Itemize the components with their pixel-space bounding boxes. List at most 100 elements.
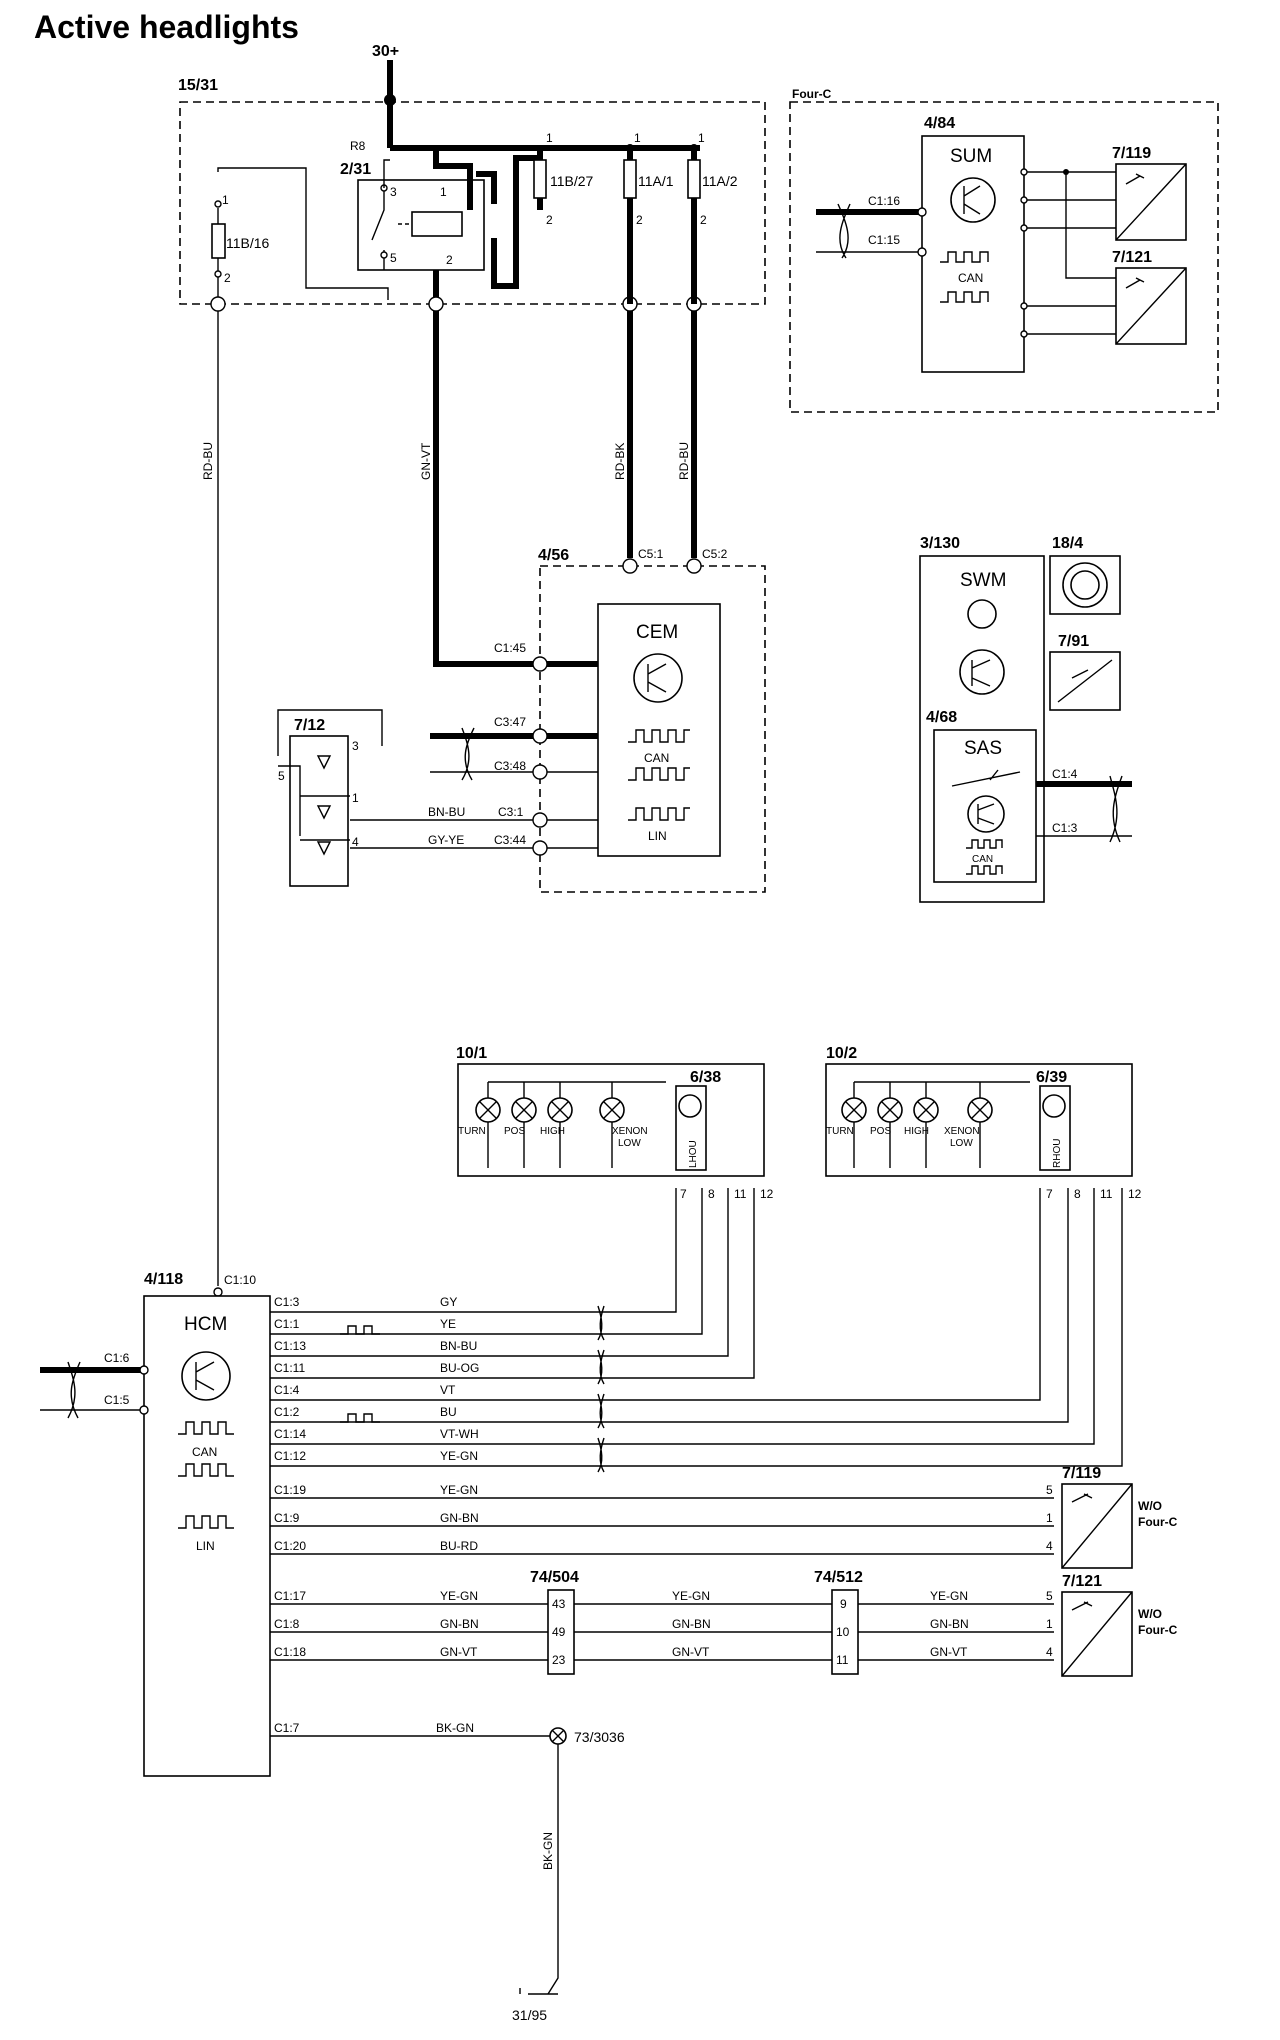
fuse-11b16 [211, 223, 226, 259]
transistor-icon [977, 803, 995, 825]
lamp-label-xenon: XENON [612, 1126, 648, 1137]
pin-label: 12 [1128, 1187, 1142, 1201]
sensor-wires [1024, 171, 1116, 335]
connector-label: C1:45 [494, 641, 526, 655]
twist-icon [837, 203, 851, 259]
hcm-label: HCM [184, 1314, 227, 1335]
component-label: 7/91 [1058, 633, 1089, 650]
can-label: CAN [644, 751, 669, 765]
connector-label: C1:16 [868, 194, 900, 208]
pin-label: 2 [546, 213, 553, 227]
wo-label: Four-C [1138, 1515, 1178, 1529]
wire-label: GN-BN [930, 1617, 969, 1631]
lin-signal-icon [628, 807, 690, 821]
relay-box-15-31 [179, 101, 766, 305]
connector-label: C1:15 [868, 233, 900, 247]
pin-label: 7 [1046, 1187, 1053, 1201]
relay-coil [411, 211, 463, 237]
cem-id: 4/56 [538, 547, 569, 564]
motor-right-label: 6/39 [1036, 1069, 1067, 1086]
transistor-icon [950, 177, 996, 223]
transistor-icon [633, 653, 683, 703]
sensor-119-wires [270, 1497, 1054, 1555]
pin-label: 5 [390, 251, 397, 265]
lamp-label-pos: POS [504, 1126, 525, 1137]
ground-symbol [519, 1988, 558, 1995]
connector-label: C1:13 [274, 1339, 306, 1353]
pin-label: 1 [546, 131, 553, 145]
node [532, 840, 548, 856]
sensor-icon [1115, 267, 1187, 345]
transistor-icon [647, 663, 667, 693]
can-signal-icon [940, 251, 989, 263]
pin-label: 2 [446, 253, 453, 267]
can-label: CAN [972, 854, 993, 865]
ground-point-icon [551, 1729, 565, 1743]
pin-label: 11 [734, 1187, 747, 1201]
motor-right-tag: RHOU [1052, 1139, 1063, 1168]
pin [214, 200, 222, 208]
twist-icon [1109, 775, 1123, 843]
motor-icon [678, 1094, 702, 1118]
can-signal-icon [178, 1421, 234, 1435]
node [532, 764, 548, 780]
wire-label: YE-GN [930, 1589, 968, 1603]
connector-label: C1:17 [274, 1589, 306, 1603]
node [532, 812, 548, 828]
fuse-11a1-label: 11A/1 [638, 173, 674, 189]
wire-label: BU [440, 1405, 457, 1419]
connector-label: C3:1 [498, 805, 524, 819]
wire-label: BK-GN [541, 1832, 555, 1870]
pin [1020, 302, 1028, 310]
pin [1020, 330, 1028, 338]
connector-label: C1:12 [274, 1449, 306, 1463]
transistor-icon [967, 795, 1005, 833]
connector-label: C1:2 [274, 1405, 300, 1419]
transistor-icon [963, 185, 981, 215]
pin [1020, 168, 1028, 176]
node [210, 296, 226, 312]
horn-icon [1070, 570, 1100, 600]
wire-label: BN-BU [440, 1339, 477, 1353]
switch-wires [277, 709, 383, 841]
can-signal-icon [178, 1463, 234, 1477]
swm-label: SWM [960, 570, 1006, 591]
pin-label: 12 [760, 1187, 774, 1201]
pin-label: 1 [222, 193, 229, 207]
transistor-icon [959, 649, 1005, 695]
wire [383, 159, 390, 188]
lamp-label-high: HIGH [540, 1126, 565, 1137]
relay-prefix: R8 [350, 139, 366, 153]
connector-label: C5:1 [638, 547, 664, 561]
pin [139, 1365, 149, 1375]
fourc-label: Four-C [792, 87, 832, 101]
relay-box-label: 15/31 [178, 77, 218, 94]
component-label: 18/4 [1052, 535, 1083, 552]
swm-id: 3/130 [920, 535, 960, 552]
ground-label: 73/3036 [574, 1729, 625, 1745]
lamp-label-pos: POS [870, 1126, 891, 1137]
lin-label: LIN [648, 829, 667, 843]
ground-label: 31/95 [512, 2007, 547, 2023]
headlight-right-label: 10/2 [826, 1045, 857, 1062]
wire-label: GN-BN [672, 1617, 711, 1631]
sas-label: SAS [964, 738, 1002, 759]
wire-label: RD-BK [613, 443, 627, 480]
connector-label: C5:2 [702, 547, 728, 561]
wire-label: RD-BU [677, 442, 691, 480]
wire-label: BK-GN [436, 1721, 474, 1735]
wire-label: YE-GN [440, 1483, 478, 1497]
led-icon [316, 755, 332, 856]
fuse-11a2-label: 11A/2 [702, 173, 738, 189]
connector-label: C1:9 [274, 1511, 300, 1525]
motor-icon [1042, 1094, 1066, 1118]
pin-label: 3 [352, 739, 359, 753]
wire-label: GY [440, 1295, 457, 1309]
transistor-icon [195, 1361, 215, 1391]
pin [380, 251, 388, 259]
wire-label: GN-VT [672, 1645, 710, 1659]
fuse-11b27 [533, 159, 547, 199]
wire-label: YE-GN [672, 1589, 710, 1603]
sensor-121-wires [270, 1603, 1054, 1661]
